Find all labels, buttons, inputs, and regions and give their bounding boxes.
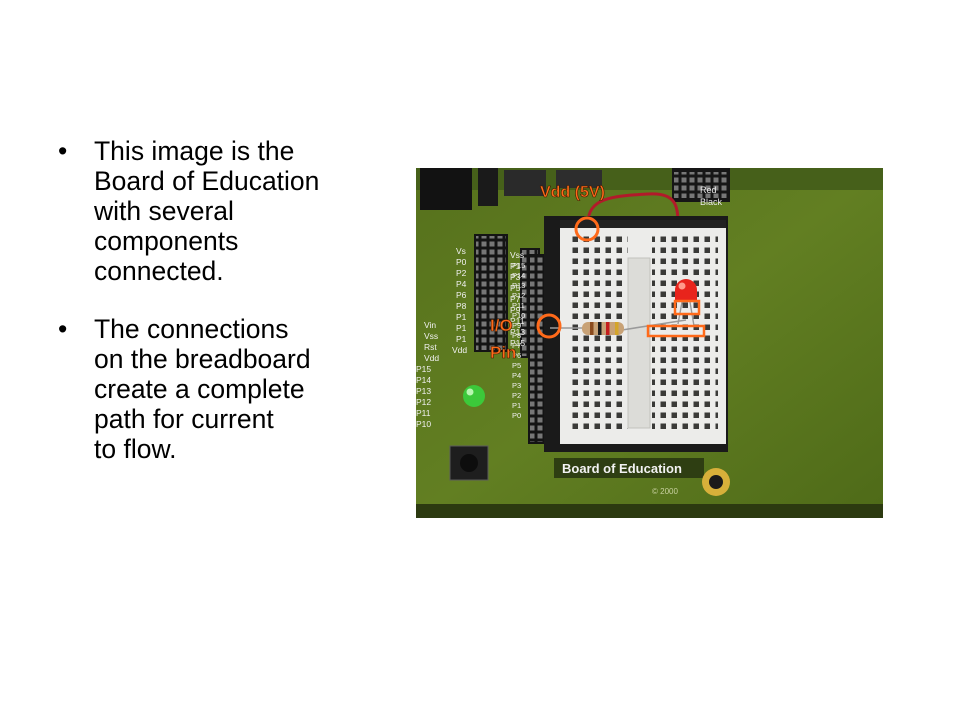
- breadboard-label: P1: [512, 401, 521, 410]
- board-illustration: Red Black Vs P0 P2 P4 P6 P8 P1 P1 P1 Vdd: [416, 168, 883, 518]
- side-label: P13: [416, 386, 431, 396]
- side-label: P11: [416, 408, 431, 418]
- breadboard-label: P2: [512, 391, 521, 400]
- io-callout-label: I/O: [490, 316, 513, 335]
- header-label: P7: [510, 294, 521, 304]
- breadboard-channel: [627, 257, 651, 429]
- bullet-line: connected.: [94, 256, 224, 286]
- bullet-item: • This image is the Board of Education w…: [58, 136, 388, 286]
- bullet-line: on the breadboard: [94, 344, 311, 374]
- header-label: P1: [456, 323, 467, 333]
- board-label-plate: [554, 458, 704, 478]
- breadboard-label: P15: [512, 261, 525, 270]
- bullet-marker: •: [58, 314, 68, 344]
- board-photo: Red Black Vs P0 P2 P4 P6 P8 P1 P1 P1 Vdd: [416, 168, 883, 518]
- corner-label: Black: [700, 197, 723, 207]
- breadboard-label: P9: [512, 321, 521, 330]
- bullet-marker: •: [58, 136, 68, 166]
- breadboard-label: P3: [512, 381, 521, 390]
- breadboard-label: P4: [512, 371, 521, 380]
- corner-label: Red: [700, 185, 717, 195]
- bullet-list: • This image is the Board of Education w…: [58, 136, 388, 492]
- header-label: P11: [510, 316, 525, 326]
- breadboard-label: P11: [512, 301, 525, 310]
- board-label: Board of Education: [562, 461, 682, 476]
- io-callout-label: Pin: [490, 343, 516, 362]
- breadboard-label: P14: [512, 271, 525, 280]
- header-label: P2: [456, 268, 467, 278]
- header-label: P0: [456, 257, 467, 267]
- breadboard-label: P5: [512, 361, 521, 370]
- bullet-line: The connections: [94, 314, 289, 344]
- bullet-line: to flow.: [94, 434, 177, 464]
- breadboard-label: P12: [512, 291, 525, 300]
- vdd-callout-circle: [574, 216, 600, 242]
- led-row-callout-box: [646, 324, 706, 338]
- header-label: Vss: [510, 250, 524, 260]
- breadboard-label: P8: [512, 331, 521, 340]
- bullet-line: create a complete: [94, 374, 305, 404]
- header-label: P5: [510, 283, 521, 293]
- side-label: Vdd: [424, 353, 439, 363]
- header-label: Vdd: [452, 345, 467, 355]
- bullet-line: with several: [94, 196, 234, 226]
- breadboard-label: P6: [512, 351, 521, 360]
- bullet-line: components: [94, 226, 239, 256]
- led-callout-box: [673, 299, 701, 316]
- header-label: P13: [510, 327, 525, 337]
- side-label: P14: [416, 375, 431, 385]
- power-led: [463, 385, 485, 407]
- side-label: P15: [416, 364, 431, 374]
- header-label: P1: [456, 334, 467, 344]
- side-label: Vin: [424, 320, 436, 330]
- power-jack: [420, 168, 472, 210]
- side-label: P10: [416, 419, 431, 429]
- bullet-line: path for current: [94, 404, 274, 434]
- breadboard-label: P13: [512, 281, 525, 290]
- bullet-item: • The connections on the breadboard crea…: [58, 314, 388, 464]
- side-label: Vss: [424, 331, 438, 341]
- header-label: P9: [510, 305, 521, 315]
- breadboard-label: P0: [512, 411, 521, 420]
- header-label: P6: [456, 290, 467, 300]
- breadboard-label: P7: [512, 341, 521, 350]
- breadboard-label: P10: [512, 311, 525, 320]
- bullet-line: Board of Education: [94, 166, 320, 196]
- header-label: P8: [456, 301, 467, 311]
- header-label: P1: [456, 312, 467, 322]
- vdd-callout-label: Vdd (5V): [540, 184, 605, 201]
- header-label: Vs: [456, 246, 466, 256]
- board-copyright: © 2000: [652, 487, 678, 496]
- header-label: P3: [510, 272, 521, 282]
- side-label: P12: [416, 397, 431, 407]
- io-callout-circle: [536, 313, 562, 339]
- header-label: P4: [456, 279, 467, 289]
- bullet-line: This image is the: [94, 136, 295, 166]
- header-label: P15: [510, 338, 525, 348]
- header-label: P1: [510, 261, 521, 271]
- side-label: Rst: [424, 342, 437, 352]
